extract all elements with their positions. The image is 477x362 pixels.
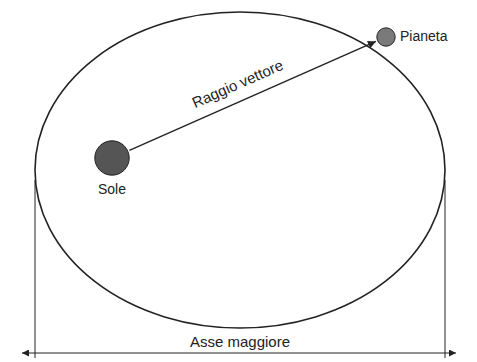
celestial-body: Pianeta <box>376 27 396 47</box>
sun-circle <box>94 140 130 176</box>
celestial-body: Sole <box>94 140 130 176</box>
body-label: Pianeta <box>400 29 447 44</box>
extension-line <box>35 180 36 358</box>
radius-vector-arrow <box>129 41 376 150</box>
edge-label: Raggio vettore <box>190 57 286 112</box>
orbit-ellipse <box>35 12 445 328</box>
dimension-line <box>22 353 456 354</box>
dimension-label: Asse maggiore <box>190 333 290 350</box>
planet-circle <box>376 27 396 47</box>
body-label: Sole <box>98 182 126 197</box>
extension-line <box>445 180 446 358</box>
